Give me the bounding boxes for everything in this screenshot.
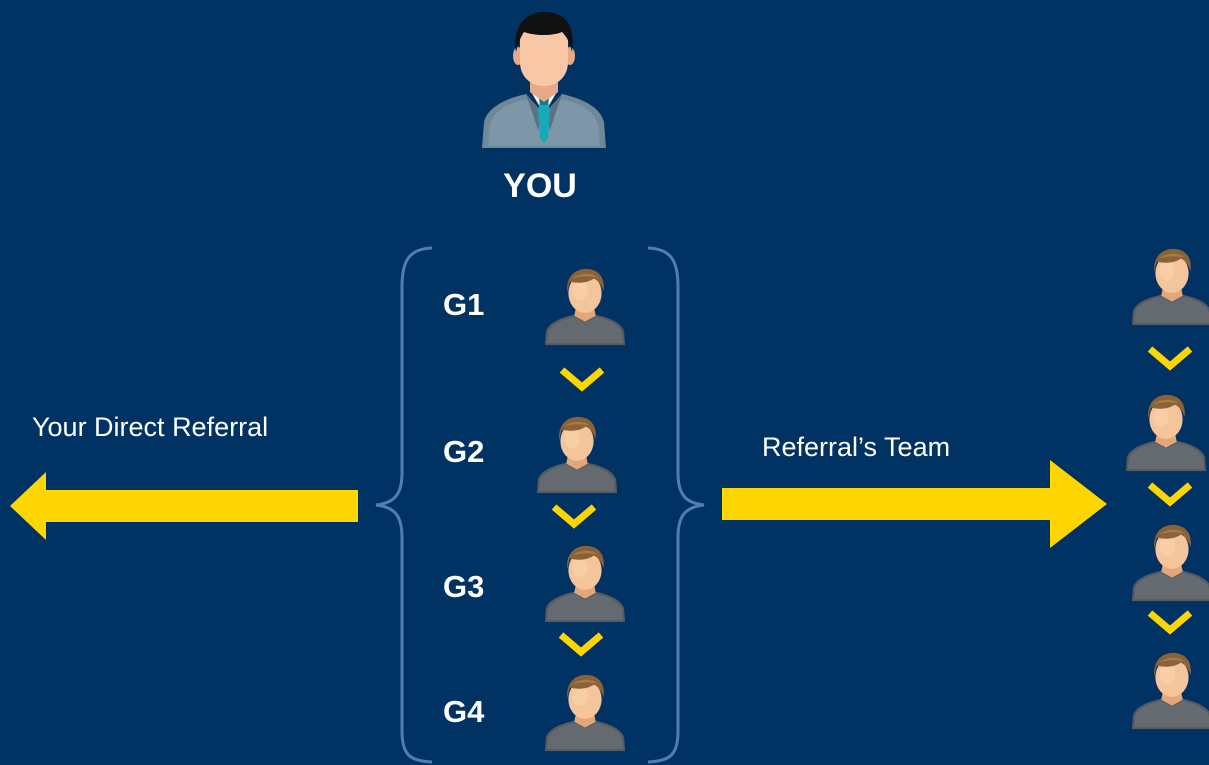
person-icon	[541, 543, 629, 623]
direct-referral-label: Your Direct Referral	[32, 412, 269, 442]
generation-label-g2: G2	[443, 434, 485, 469]
team-person-icon	[1122, 392, 1209, 472]
chevron-down-icon	[549, 502, 599, 532]
team-person-icon	[1128, 246, 1209, 326]
chevron-down-icon	[557, 365, 607, 395]
person-icon	[541, 672, 629, 752]
generations-brace	[375, 246, 705, 764]
businessman-icon	[482, 12, 606, 148]
team-person-icon	[1128, 650, 1209, 730]
chevron-down-icon	[1145, 344, 1195, 374]
referral-team-label: Referral’s Team	[762, 432, 951, 462]
right-arrow-icon	[722, 460, 1107, 548]
generation-label-g3: G3	[443, 569, 485, 604]
left-arrow-icon	[10, 472, 358, 540]
generation-label-g4: G4	[443, 694, 485, 729]
you-label: YOU	[503, 167, 577, 205]
chevron-down-icon	[556, 630, 606, 660]
team-person-icon	[1128, 522, 1209, 602]
person-icon	[533, 414, 621, 494]
chevron-down-icon	[1145, 608, 1195, 638]
chevron-down-icon	[1145, 480, 1195, 510]
person-icon	[541, 266, 629, 346]
generation-label-g1: G1	[443, 287, 485, 322]
